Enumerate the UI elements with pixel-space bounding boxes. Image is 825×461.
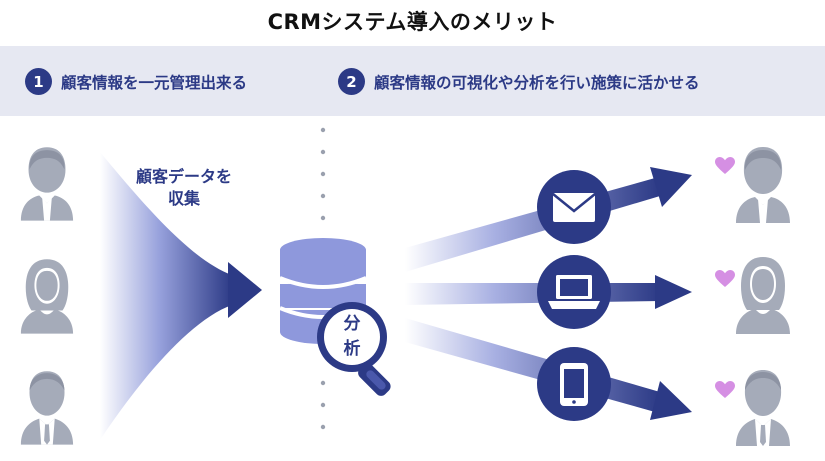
man-icon: [736, 147, 790, 223]
heart-icon: [715, 157, 735, 174]
collect-label-line1: 顧客データを: [135, 167, 232, 186]
smartphone-icon: [537, 347, 611, 421]
collect-label-line2: 収集: [167, 189, 200, 208]
man-icon: [20, 147, 74, 221]
collect-label: 顧客データを 収集: [114, 166, 254, 210]
page-title: CRMシステム導入のメリット: [267, 10, 558, 34]
analysis-label-line1: 分: [343, 314, 361, 334]
businessman-icon: [736, 370, 790, 446]
analysis-label: 分 析: [332, 312, 372, 362]
benefit-1-number: 1: [25, 68, 52, 95]
collect-funnel: [100, 152, 232, 440]
ray-phone: [405, 318, 660, 412]
arrowhead-mail: [650, 167, 692, 207]
benefit-2-number: 2: [338, 68, 365, 95]
businessman-icon: [20, 371, 74, 445]
woman-icon: [20, 259, 74, 334]
benefit-1-text: 顧客情報を一元管理出来る: [61, 73, 248, 92]
woman-icon: [736, 257, 790, 334]
arrowhead-laptop: [655, 275, 692, 309]
benefits-banner: 1 顧客情報を一元管理出来る 2 顧客情報の可視化や分析を行い施策に活かせる: [0, 46, 825, 116]
heart-icon: [715, 270, 735, 287]
ray-laptop: [405, 283, 660, 305]
separator-dots: [320, 127, 326, 430]
magnifier-icon: [317, 302, 391, 396]
benefit-1: 1 顧客情報を一元管理出来る: [25, 68, 247, 95]
ray-mail: [405, 178, 660, 272]
heart-icon: [715, 381, 735, 398]
laptop-icon: [537, 255, 611, 329]
arrowhead-phone: [650, 381, 692, 420]
analysis-label-line2: 析: [343, 339, 361, 359]
funnel-arrowhead: [228, 262, 262, 318]
mail-icon: [537, 170, 611, 244]
benefit-2-text: 顧客情報の可視化や分析を行い施策に活かせる: [374, 73, 700, 92]
benefit-2: 2 顧客情報の可視化や分析を行い施策に活かせる: [338, 68, 700, 95]
